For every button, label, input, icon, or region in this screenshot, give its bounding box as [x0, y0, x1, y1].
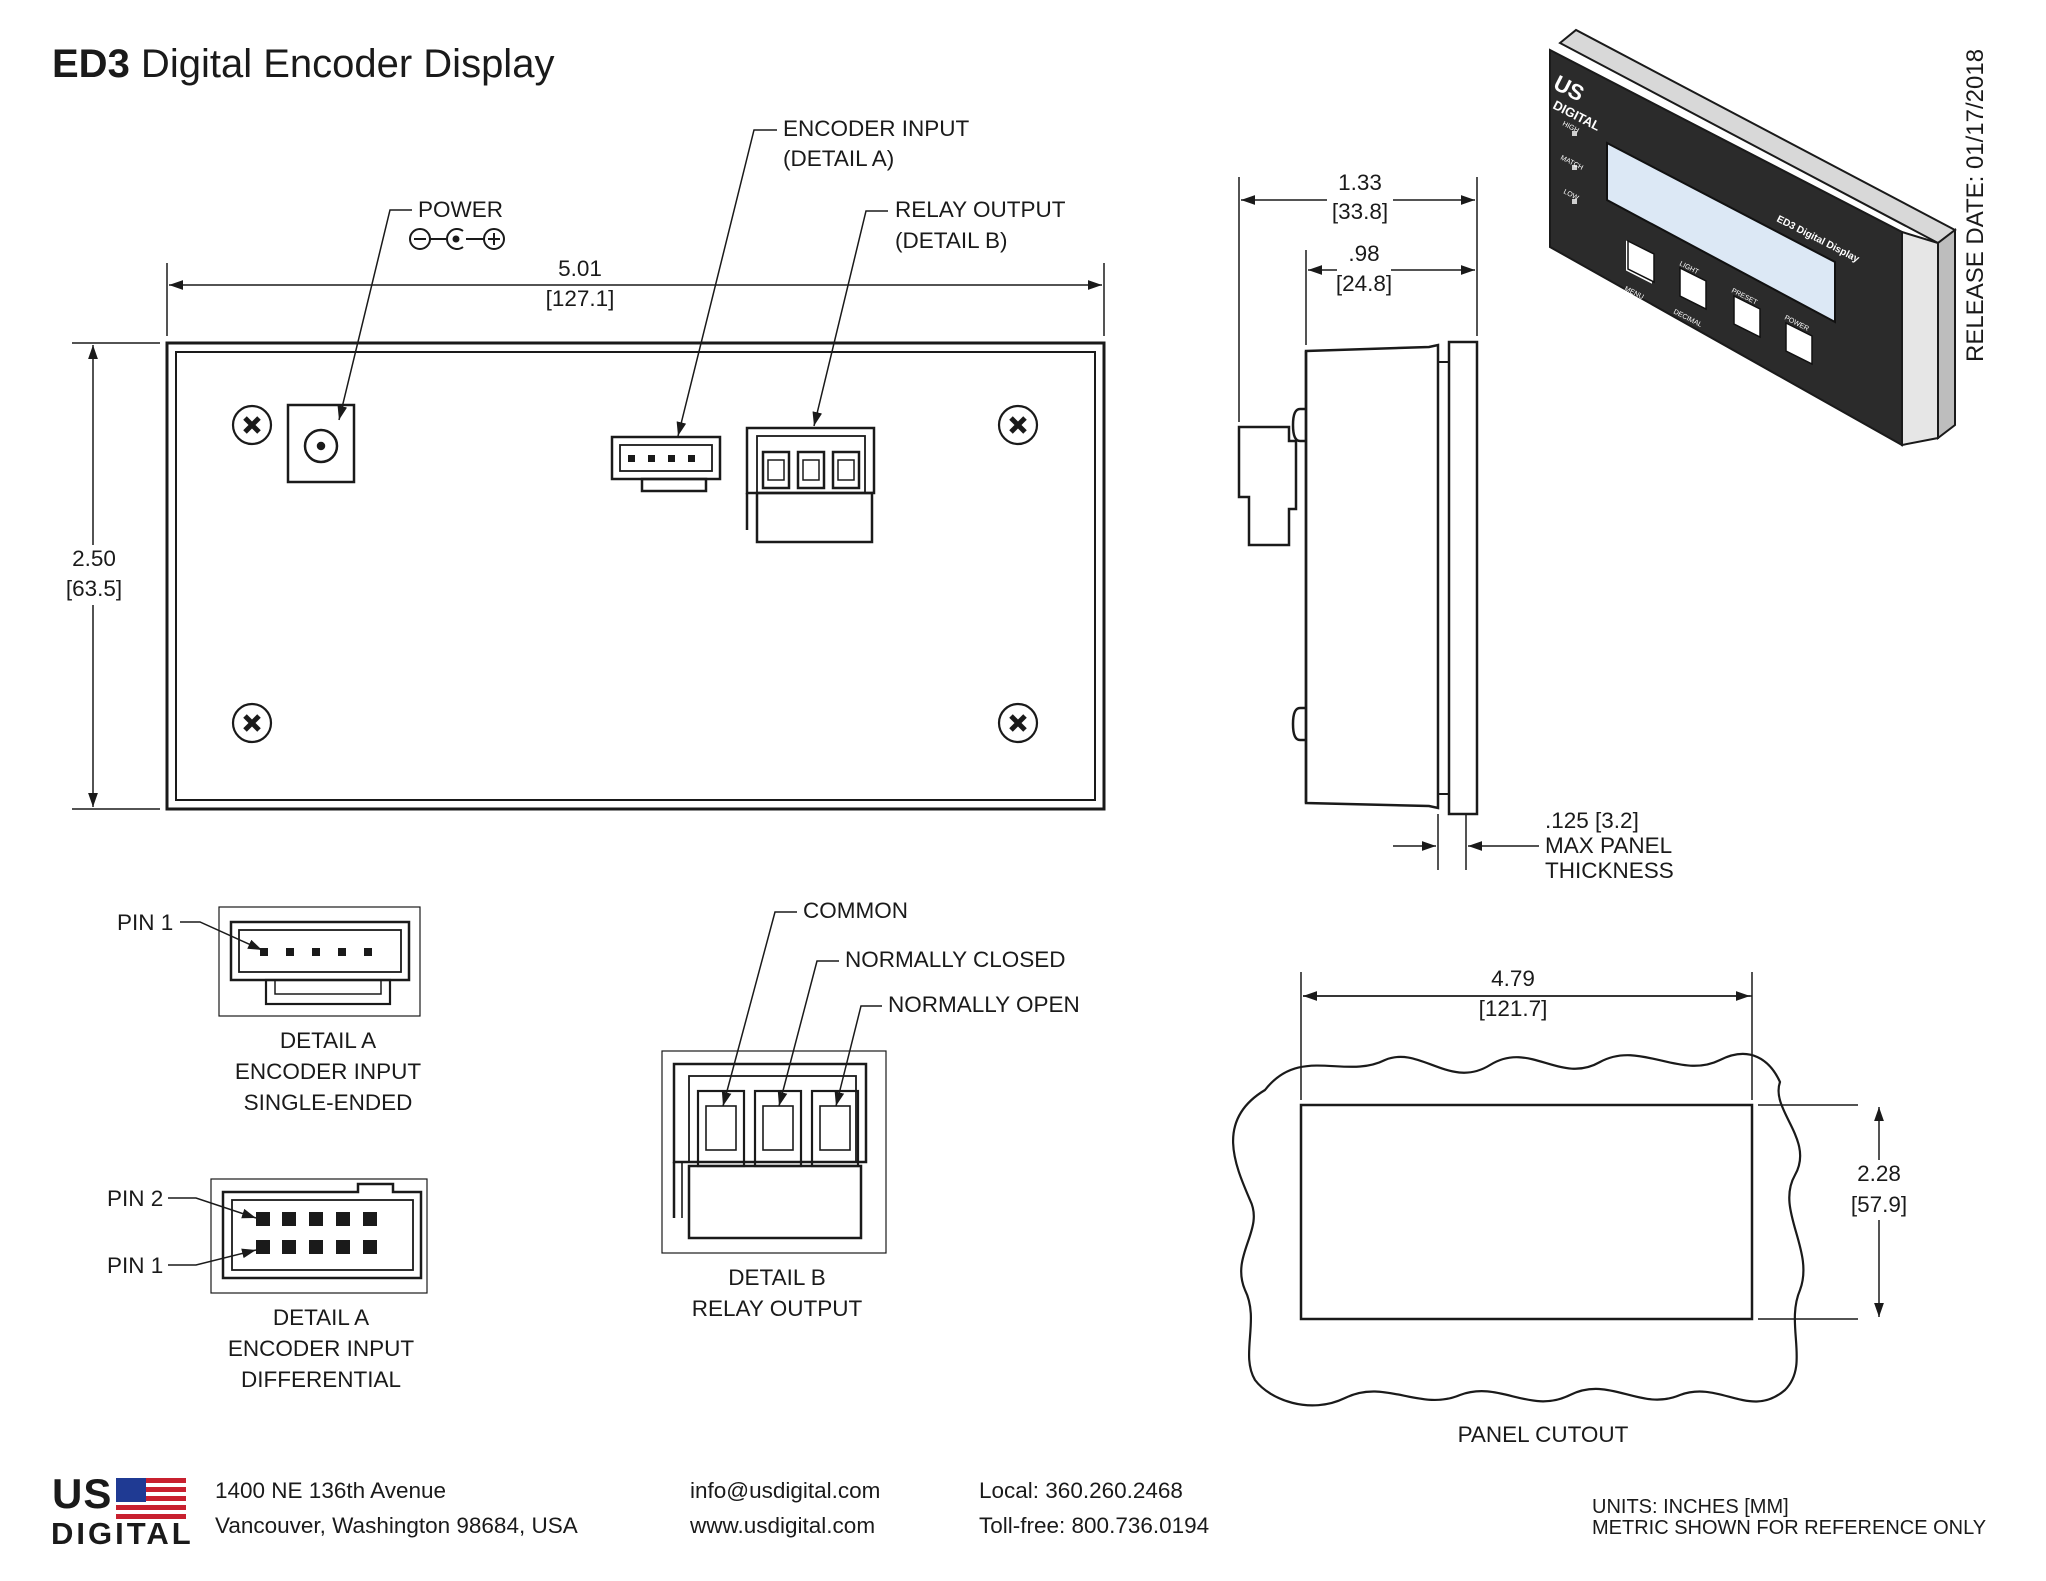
panel-cutout: [1232, 1052, 1805, 1407]
panel-thickness-label: MAX PANEL: [1545, 833, 1672, 858]
enclosure-outline: [165, 341, 1106, 811]
dim-panel-thickness: [1393, 814, 1539, 870]
device-button-menu: [1627, 239, 1655, 284]
device-leds: [1572, 131, 1577, 204]
callout-relay-detail: (DETAIL B): [895, 228, 1008, 253]
callout-pin2-diff: PIN 2: [107, 1186, 163, 1211]
detail-a-single-line2: ENCODER INPUT: [235, 1059, 422, 1084]
dim-cutout-width-mm: [121.7]: [1479, 996, 1548, 1021]
dim-depth-total-mm: [33.8]: [1332, 199, 1388, 224]
dim-height-in: 2.50: [72, 546, 116, 571]
callout-encoder-detail: (DETAIL A): [783, 146, 894, 171]
device-button-power: [1785, 321, 1813, 366]
dim-depth-body-mm: [24.8]: [1336, 271, 1392, 296]
logo-flag-icon: [116, 1478, 186, 1519]
device-button-light: [1679, 266, 1707, 311]
side-view: [1237, 340, 1479, 816]
dim-width-in: 5.01: [558, 256, 602, 281]
device-front-isometric: [1549, 28, 1957, 447]
dim-cutout-height-mm: [57.9]: [1851, 1192, 1907, 1217]
title-rest: Digital Encoder Display: [129, 42, 555, 86]
title-model: ED3: [52, 42, 130, 86]
footer-web-link[interactable]: www.usdigital.com: [690, 1513, 876, 1538]
footer-address-1: 1400 NE 136th Avenue: [215, 1478, 447, 1503]
detail-a-differential: [168, 1178, 428, 1294]
screw-icon: [997, 702, 1039, 744]
footer-phone-local: Local: 360.260.2468: [979, 1478, 1183, 1503]
detail-a-single-line3: SINGLE-ENDED: [244, 1090, 413, 1115]
screw-icon: [231, 702, 273, 744]
detail-a-single-title: DETAIL A: [280, 1028, 376, 1053]
screw-icon: [997, 404, 1039, 446]
callout-pin1-diff: PIN 1: [107, 1253, 163, 1278]
page-title: ED3 Digital Encoder Display: [52, 42, 554, 87]
dim-depth-total-in: 1.33: [1338, 170, 1382, 195]
callout-encoder-input: ENCODER INPUT: [783, 116, 970, 141]
rear-view: [165, 341, 1106, 811]
detail-b-line2: RELAY OUTPUT: [692, 1296, 863, 1321]
footer-units-note: METRIC SHOWN FOR REFERENCE ONLY: [1592, 1517, 1987, 1539]
detail-b-title: DETAIL B: [728, 1265, 826, 1290]
callout-pin1-single: PIN 1: [117, 910, 173, 935]
dim-height-mm: [63.5]: [66, 576, 122, 601]
enclosure-inner-edge: [175, 351, 1096, 801]
dim-width-mm: [127.1]: [546, 286, 615, 311]
panel-cutout-label: PANEL CUTOUT: [1458, 1422, 1629, 1447]
panel-thickness-value: .125 [3.2]: [1545, 808, 1639, 833]
panel-thickness-label-2: THICKNESS: [1545, 858, 1674, 883]
device-buttons: [1627, 239, 1813, 366]
callout-normally-closed: NORMALLY CLOSED: [845, 947, 1066, 972]
detail-a-diff-title: DETAIL A: [273, 1305, 369, 1330]
dim-cutout-width-in: 4.79: [1491, 966, 1535, 991]
footer-email-link[interactable]: info@usdigital.com: [690, 1478, 881, 1503]
dim-width: [166, 263, 1105, 336]
dim-depth: [1238, 177, 1478, 422]
encoder-connector: [610, 435, 722, 493]
footer-logo-us: US: [52, 1470, 113, 1517]
callout-common: COMMON: [803, 898, 908, 923]
power-polarity-icon: [409, 228, 505, 250]
callout-leaders: [337, 129, 888, 437]
detail-a-single: [180, 906, 421, 1017]
callout-power: POWER: [418, 197, 503, 222]
footer-phone-tollfree: Toll-free: 800.736.0194: [979, 1513, 1210, 1538]
callout-normally-open: NORMALLY OPEN: [888, 992, 1080, 1017]
power-jack: [286, 403, 356, 484]
callout-relay-output: RELAY OUTPUT: [895, 197, 1066, 222]
dim-depth-body-in: .98: [1348, 241, 1379, 266]
detail-a-diff-line2: ENCODER INPUT: [228, 1336, 415, 1361]
screw-icon: [231, 404, 273, 446]
dim-height: [72, 342, 160, 810]
dim-cutout-height-in: 2.28: [1857, 1161, 1901, 1186]
footer-logo-digital: DIGITAL: [51, 1516, 194, 1551]
dim-cutout: [1300, 972, 1884, 1320]
relay-connector: [745, 426, 876, 544]
device-button-preset: [1733, 294, 1761, 339]
detail-a-diff-line3: DIFFERENTIAL: [241, 1367, 401, 1392]
footer-units: UNITS: INCHES [MM]: [1592, 1496, 1789, 1518]
detail-b-relay: [661, 911, 887, 1254]
footer-address-2: Vancouver, Washington 98684, USA: [215, 1513, 578, 1538]
